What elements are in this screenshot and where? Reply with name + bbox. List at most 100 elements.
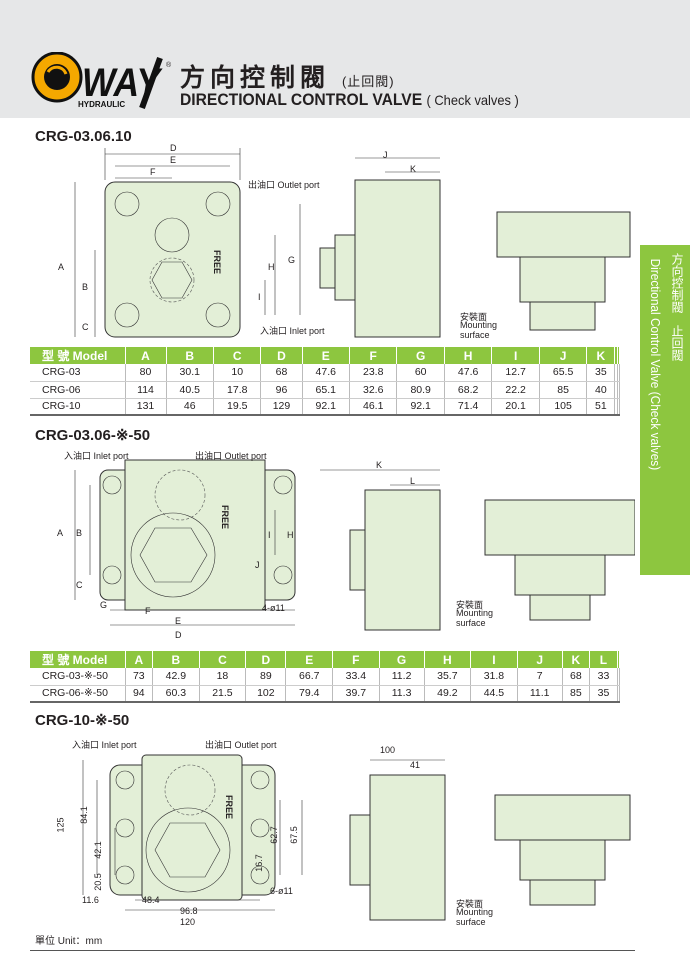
cell xyxy=(614,398,618,416)
col-header: F xyxy=(332,651,380,668)
cell: 46.1 xyxy=(349,398,398,416)
dim-H: H xyxy=(268,262,275,272)
title-cn-text: 方向控制閥 xyxy=(180,64,331,92)
cell: 79.4 xyxy=(285,685,334,703)
title-en-text: DIRECTIONAL CONTROL VALVE xyxy=(180,90,423,109)
free-flow-mark: FREE xyxy=(224,795,234,820)
col-header: J xyxy=(517,651,563,668)
mounting-surface-cn: 安裝面 xyxy=(456,600,484,610)
cell: 40.5 xyxy=(166,381,215,399)
cell: 47.6 xyxy=(302,364,350,382)
cell: 44.5 xyxy=(470,685,518,703)
cell: CRG-06 xyxy=(30,381,126,399)
cell: 85 xyxy=(562,685,591,703)
cell: 35 xyxy=(589,685,618,703)
dim-L: L xyxy=(410,476,416,486)
col-header: B xyxy=(166,347,215,364)
cell: 22.2 xyxy=(491,381,540,399)
dim-62-7: 62.7 xyxy=(268,826,279,844)
mounting-surface-cn: 安裝面 xyxy=(456,899,484,909)
cell: 68 xyxy=(562,668,591,686)
cell: 42.9 xyxy=(152,668,200,686)
cell xyxy=(617,398,621,416)
dim-B: B xyxy=(76,528,83,538)
mounting-holes-label: 6-ø11 xyxy=(270,886,293,896)
dim-D: D xyxy=(175,630,182,640)
cell: 30.1 xyxy=(166,364,215,382)
cell: 35.7 xyxy=(424,668,472,686)
inlet-port-label: 入油口 Inlet port xyxy=(260,326,325,336)
cell: 85 xyxy=(539,381,588,399)
cell: 33.4 xyxy=(332,668,380,686)
way-hydraulic-logo: WAY HYDRAULIC xyxy=(31,52,163,110)
dim-I: I xyxy=(258,292,261,302)
dim-120: 120 xyxy=(180,917,196,927)
cell: 18 xyxy=(199,668,247,686)
cell: CRG-03 xyxy=(30,364,126,382)
dim-E: E xyxy=(170,155,177,165)
drawing-crg-10-50 xyxy=(82,754,631,921)
cell: 131 xyxy=(125,398,167,416)
dim-H: H xyxy=(287,530,294,540)
side-tab: 方向控制閥 止回閥 Directional Control Valve (Che… xyxy=(640,245,690,575)
cell: 11.2 xyxy=(379,668,425,686)
mounting-surface-en: Mounting xyxy=(456,608,494,618)
cell xyxy=(614,364,618,382)
cell: 40 xyxy=(586,381,616,399)
cell: 68 xyxy=(260,364,303,382)
dim-C: C xyxy=(76,580,83,590)
cell: 71.4 xyxy=(444,398,493,416)
dim-B: B xyxy=(82,282,89,292)
cell: 32.6 xyxy=(349,381,398,399)
dim-11-6: 11.6 xyxy=(82,895,99,905)
cell: CRG-10 xyxy=(30,398,126,416)
col-header: G xyxy=(379,651,425,668)
title-cn-sub: (止回閥) xyxy=(341,74,395,89)
col-model: 型 號 Model xyxy=(30,347,126,364)
side-tab-en: Directional Control Valve (Check valves) xyxy=(648,258,662,471)
cell: 10 xyxy=(213,364,262,382)
col-header: J xyxy=(539,347,588,364)
col-header: C xyxy=(199,651,247,668)
col-header: I xyxy=(470,651,518,668)
col-header: F xyxy=(349,347,398,364)
col-header: D xyxy=(245,651,287,668)
unit-note: 單位 Unit：mm xyxy=(35,936,103,947)
cell: 31.8 xyxy=(470,668,518,686)
cell: 80 xyxy=(125,364,167,382)
cell: 96 xyxy=(260,381,303,399)
cell: 60 xyxy=(396,364,445,382)
cell: 11.1 xyxy=(517,685,563,703)
cell: 12.7 xyxy=(491,364,540,382)
dim-E: E xyxy=(175,616,182,626)
outlet-port-label: 出油口 Outlet port xyxy=(248,180,320,190)
cell: 39.7 xyxy=(332,685,380,703)
cell: 47.6 xyxy=(444,364,493,382)
dim-48-4: 48.4 xyxy=(142,895,160,905)
col-header: B xyxy=(152,651,200,668)
dim-16-7: 16.7 xyxy=(253,854,264,872)
cell: 73 xyxy=(125,668,154,686)
dim-67-5: 67.5 xyxy=(288,826,299,844)
mounting-holes-label: 4-ø11 xyxy=(262,603,285,613)
section-title-3: CRG-10-※-50 xyxy=(35,712,130,729)
cell: 105 xyxy=(539,398,588,416)
dim-C: C xyxy=(82,322,89,332)
dim-F: F xyxy=(150,167,156,177)
col-header xyxy=(617,347,621,364)
cell: 17.8 xyxy=(213,381,262,399)
col-header: A xyxy=(125,651,154,668)
registered-mark: ® xyxy=(166,62,172,69)
cell: 92.1 xyxy=(396,398,445,416)
cell: 46 xyxy=(166,398,215,416)
col-header: I xyxy=(491,347,540,364)
dim-84-1: 84.1 xyxy=(78,806,89,824)
logo-text: HYDRAULIC xyxy=(78,100,125,109)
section-title-1: CRG-03.06.10 xyxy=(35,128,132,145)
cell: 11.3 xyxy=(379,685,425,703)
